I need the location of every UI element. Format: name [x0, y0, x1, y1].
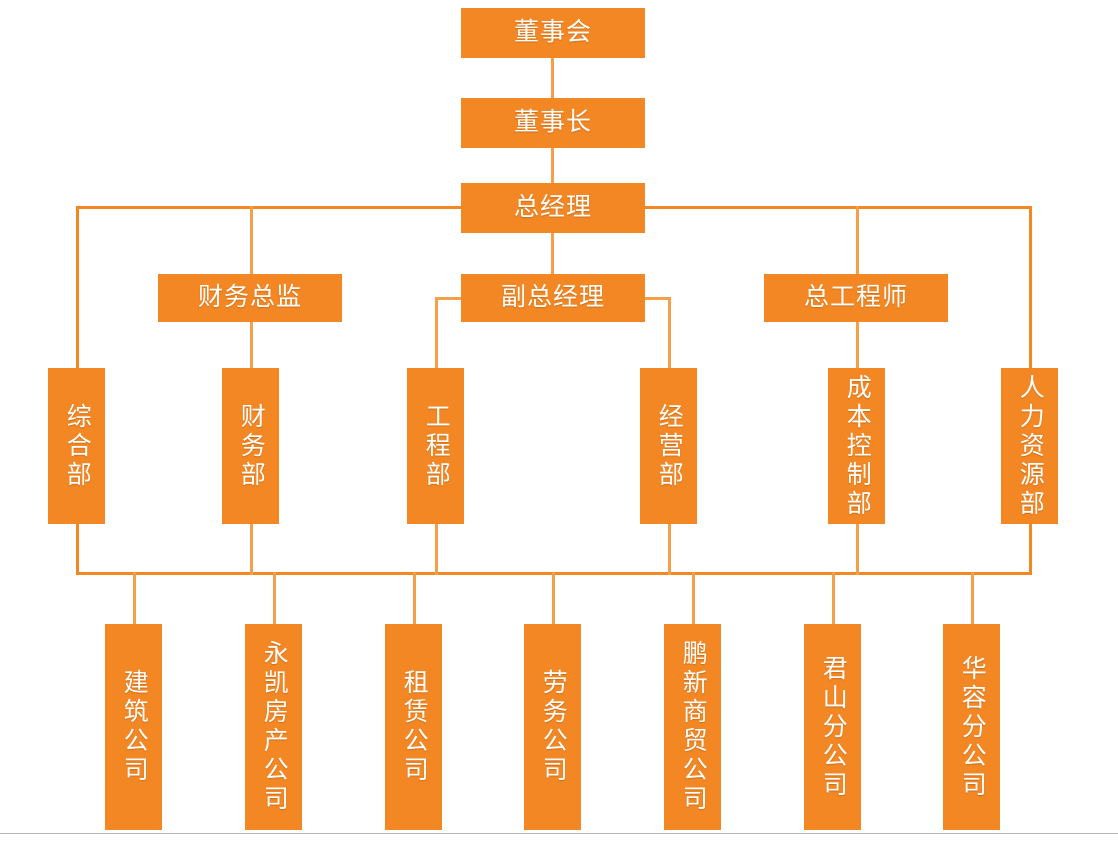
connector-dept-finance-to-bus: [250, 524, 253, 575]
node-label: 董事长: [513, 108, 592, 137]
node-dept-operations[interactable]: 经营部: [640, 368, 697, 524]
node-dept-human-resources[interactable]: 人力资源部: [1001, 368, 1058, 524]
node-dept-finance[interactable]: 财务部: [222, 368, 279, 524]
connector-dept-hr-to-bus: [1029, 524, 1032, 575]
node-label: 财务总监: [197, 283, 302, 312]
node-chief-engineer[interactable]: 总工程师: [764, 274, 948, 322]
connector-bus-to-sub-junshan-branch: [832, 572, 835, 624]
node-label: 永凯房产公司: [260, 640, 289, 814]
connector-bus-to-sub-labor: [552, 572, 555, 624]
node-label: 鹏新商贸公司: [679, 640, 708, 814]
node-sub-pengxin-trading-company[interactable]: 鹏新商贸公司: [664, 624, 721, 830]
node-dept-cost-control[interactable]: 成本控制部: [828, 368, 885, 524]
node-label: 华容分公司: [958, 654, 987, 800]
connector-dept-cost-control-to-bus: [856, 524, 859, 575]
connector-deputy-gm-left-drop: [435, 297, 438, 368]
connector-bus-to-sub-construction: [133, 572, 136, 624]
connector-bus-to-sub-leasing: [413, 572, 416, 624]
node-label: 成本控制部: [843, 373, 872, 519]
connector-bus-to-cfo: [250, 206, 253, 274]
node-label: 君山分公司: [819, 654, 848, 800]
connector-bus-to-sub-yongkai-realestate: [273, 572, 276, 624]
node-dept-engineering[interactable]: 工程部: [407, 368, 464, 524]
connector-board-to-chairman: [551, 58, 554, 98]
connector-dept-general-to-bus: [76, 524, 79, 575]
node-sub-labor-services-company[interactable]: 劳务公司: [524, 624, 581, 830]
connector-bus-left-drop: [76, 206, 79, 368]
node-label: 总经理: [513, 193, 592, 222]
node-sub-construction-company[interactable]: 建筑公司: [105, 624, 162, 830]
connector-bus-to-sub-huarong-branch: [971, 572, 974, 624]
node-cfo[interactable]: 财务总监: [158, 274, 342, 322]
node-general-manager[interactable]: 总经理: [461, 183, 645, 233]
connector-bus-to-chief-engineer: [856, 206, 859, 274]
connector-dept-operations-to-bus: [668, 524, 671, 575]
node-chairman[interactable]: 董事长: [461, 98, 645, 148]
connector-cfo-to-dept-finance: [250, 322, 253, 368]
node-deputy-general-manager[interactable]: 副总经理: [461, 274, 645, 322]
connector-deputy-gm-right-drop: [668, 297, 671, 368]
connector-bus-right-drop: [1029, 206, 1032, 368]
node-label: 总工程师: [803, 283, 908, 312]
node-label: 董事会: [513, 18, 592, 47]
connector-dept-engineering-to-bus: [435, 524, 438, 575]
node-label: 副总经理: [500, 283, 605, 312]
node-label: 租赁公司: [400, 669, 429, 785]
node-board-of-directors[interactable]: 董事会: [461, 8, 645, 58]
connector-deputy-gm-left-arm: [435, 297, 463, 300]
node-sub-yongkai-real-estate-company[interactable]: 永凯房产公司: [245, 624, 302, 830]
node-dept-general-affairs[interactable]: 综合部: [48, 368, 105, 524]
node-label: 经营部: [655, 402, 684, 490]
node-sub-huarong-branch[interactable]: 华容分公司: [943, 624, 1000, 830]
node-label: 劳务公司: [539, 669, 568, 785]
connector-deputy-gm-right-arm: [643, 297, 671, 300]
connector-chairman-to-gm: [551, 148, 554, 183]
node-label: 建筑公司: [120, 669, 149, 785]
node-label: 综合部: [63, 402, 92, 490]
node-label: 人力资源部: [1016, 373, 1045, 519]
connector-chief-engineer-to-dept-cost-control: [856, 322, 859, 368]
node-sub-leasing-company[interactable]: 租赁公司: [385, 624, 442, 830]
node-label: 工程部: [422, 402, 451, 490]
bottom-divider: [0, 833, 1118, 834]
node-label: 财务部: [237, 402, 266, 490]
node-sub-junshan-branch[interactable]: 君山分公司: [804, 624, 861, 830]
connector-bus-to-sub-pengxin-trading: [692, 572, 695, 624]
connector-gm-to-deputy-gm: [551, 233, 554, 274]
